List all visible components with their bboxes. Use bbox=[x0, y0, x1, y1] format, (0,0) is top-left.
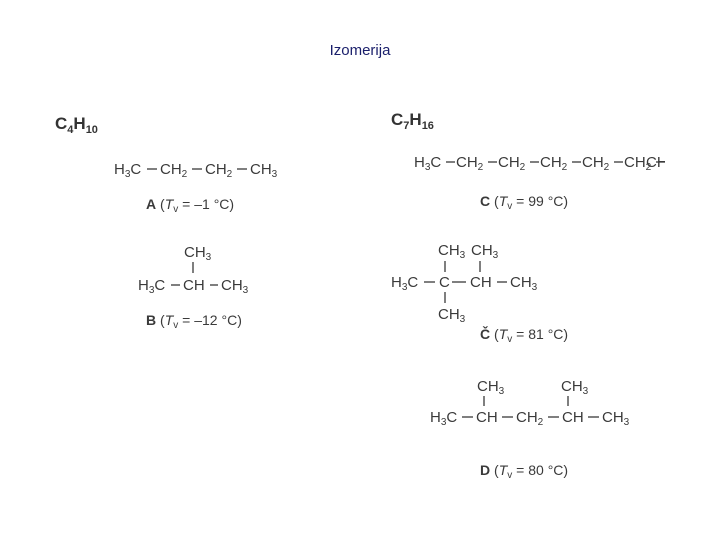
svg-text:CH2: CH2 bbox=[205, 161, 233, 180]
molecule-a-label: A (Tv = –1 °C) bbox=[146, 196, 234, 215]
svg-text:H3C: H3C bbox=[430, 409, 457, 428]
molecule-cc-structure: CH3 CH3 H3C C CH CH3 CH3 bbox=[391, 242, 538, 325]
formula-c7h16: C7H16 bbox=[391, 110, 434, 132]
molecule-d-label: D (Tv = 80 °C) bbox=[480, 462, 568, 481]
molecule-c-structure: H3C CH2 CH2 CH2 CH2 CH2 CH bbox=[414, 154, 668, 173]
svg-text:CH: CH bbox=[183, 277, 205, 294]
molecule-a-structure: H3C CH2 CH2 CH3 bbox=[114, 161, 278, 180]
molecule-c-label: C (Tv = 99 °C) bbox=[480, 193, 568, 212]
svg-text:CH3: CH3 bbox=[471, 242, 499, 261]
svg-text:CH3: CH3 bbox=[602, 409, 630, 428]
svg-text:CH2: CH2 bbox=[624, 154, 652, 173]
svg-text:C: C bbox=[439, 274, 450, 291]
svg-text:CH3: CH3 bbox=[510, 274, 538, 293]
svg-text:H3C: H3C bbox=[138, 277, 165, 296]
svg-text:CH3: CH3 bbox=[438, 242, 466, 261]
svg-text:H3C: H3C bbox=[391, 274, 418, 293]
svg-text:CH2: CH2 bbox=[498, 154, 526, 173]
svg-text:CH3: CH3 bbox=[221, 277, 249, 296]
svg-text:H3C: H3C bbox=[114, 161, 141, 180]
svg-text:H3C: H3C bbox=[414, 154, 441, 173]
page-title: Izomerija bbox=[329, 42, 391, 59]
svg-text:CH3: CH3 bbox=[250, 161, 278, 180]
molecule-b-label: B (Tv = –12 °C) bbox=[146, 312, 242, 331]
svg-text:CH2: CH2 bbox=[516, 409, 544, 428]
formula-c4h10: C4H10 bbox=[55, 114, 98, 136]
svg-text:CH2: CH2 bbox=[540, 154, 568, 173]
svg-text:CH3: CH3 bbox=[438, 306, 466, 325]
molecule-cc-label: Č (Tv = 81 °C) bbox=[480, 325, 568, 345]
svg-text:CH2: CH2 bbox=[160, 161, 188, 180]
svg-text:CH2: CH2 bbox=[582, 154, 610, 173]
molecule-d-structure: CH3 CH3 H3C CH CH2 CH CH3 bbox=[430, 378, 630, 428]
svg-text:CH3: CH3 bbox=[184, 244, 212, 263]
molecule-b-structure: CH3 H3C CH CH3 bbox=[138, 244, 249, 296]
svg-text:CH: CH bbox=[646, 154, 668, 171]
svg-text:CH: CH bbox=[476, 409, 498, 426]
svg-text:CH: CH bbox=[562, 409, 584, 426]
svg-text:CH3: CH3 bbox=[561, 378, 589, 397]
svg-text:CH: CH bbox=[470, 274, 492, 291]
svg-text:CH3: CH3 bbox=[477, 378, 505, 397]
svg-text:CH2: CH2 bbox=[456, 154, 484, 173]
